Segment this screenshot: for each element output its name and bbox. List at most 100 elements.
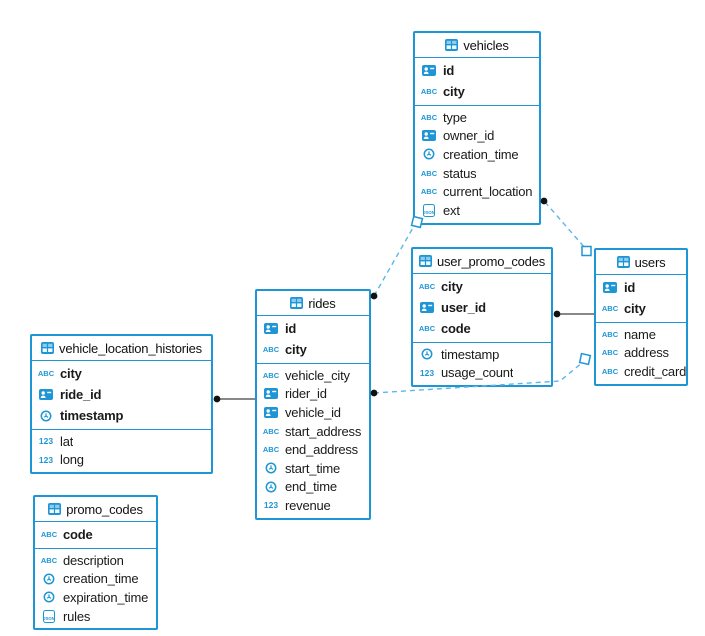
primary-key-section: ABC code bbox=[35, 522, 156, 548]
table-row: ride_id bbox=[32, 384, 211, 405]
column-name: owner_id bbox=[443, 128, 495, 144]
uuid-type-icon bbox=[262, 406, 280, 418]
table-title: user_promo_codes bbox=[436, 253, 546, 269]
table-title: users bbox=[634, 254, 666, 270]
column-name: timestamp bbox=[441, 346, 500, 362]
string-type-icon: ABC bbox=[601, 304, 619, 313]
uuid-type-icon bbox=[262, 388, 280, 400]
relationship-endpoint-dot bbox=[370, 389, 378, 397]
string-type-icon: ABC bbox=[40, 555, 58, 565]
relationship-endpoint-square bbox=[578, 352, 592, 366]
table-row: ABC code bbox=[35, 524, 156, 545]
table-header: vehicle_location_histories bbox=[32, 336, 211, 361]
column-name: rider_id bbox=[285, 386, 327, 402]
json-type-icon: JSON bbox=[40, 609, 58, 623]
table-title: promo_codes bbox=[66, 501, 143, 517]
string-type-icon: ABC bbox=[601, 348, 619, 358]
json-type-icon: JSON bbox=[420, 203, 438, 217]
string-type-icon: ABC bbox=[262, 370, 280, 380]
uuid-type-icon bbox=[418, 302, 436, 313]
table-row: id bbox=[257, 318, 369, 339]
table-vehicle-location-histories[interactable]: vehicle_location_histories ABC city ride… bbox=[30, 334, 213, 475]
table-row: ABC type bbox=[415, 108, 539, 127]
table-row: owner_id bbox=[415, 127, 539, 146]
table-row: ABC city bbox=[257, 339, 369, 360]
table-row: 123 usage_count bbox=[413, 364, 551, 383]
table-icon bbox=[290, 297, 304, 309]
column-name: ext bbox=[443, 202, 460, 218]
timestamp-type-icon bbox=[262, 481, 280, 493]
relationship-endpoint-dot bbox=[213, 395, 221, 403]
relationship-endpoint-square bbox=[581, 245, 592, 257]
string-type-icon: ABC bbox=[37, 369, 55, 378]
column-name: expiration_time bbox=[63, 589, 149, 605]
table-row: ABC credit_card bbox=[596, 362, 686, 381]
table-row: ABC city bbox=[596, 298, 686, 319]
table-row: expiration_time bbox=[35, 588, 156, 607]
table-row: ABC name bbox=[596, 325, 686, 344]
column-name: type bbox=[443, 109, 467, 125]
string-type-icon: ABC bbox=[601, 366, 619, 376]
relationship-endpoint-dot bbox=[553, 310, 561, 318]
column-name: id bbox=[443, 63, 455, 78]
timestamp-type-icon bbox=[40, 573, 58, 585]
column-name: name bbox=[624, 326, 656, 342]
uuid-type-icon bbox=[420, 130, 438, 142]
relationship-endpoint-dot bbox=[540, 197, 548, 205]
table-row: ABC current_location bbox=[415, 182, 539, 201]
column-name: start_address bbox=[285, 423, 362, 439]
column-name: current_location bbox=[443, 184, 533, 200]
table-icon bbox=[418, 255, 432, 267]
string-type-icon: ABC bbox=[420, 112, 438, 122]
timestamp-type-icon bbox=[40, 591, 58, 603]
table-row: ABC end_address bbox=[257, 440, 369, 459]
table-row: ABC city bbox=[32, 363, 211, 384]
table-row: start_time bbox=[257, 459, 369, 478]
table-row: JSON ext bbox=[415, 201, 539, 220]
table-row: ABC city bbox=[415, 81, 539, 102]
table-row: creation_time bbox=[35, 570, 156, 589]
column-name: id bbox=[285, 321, 297, 336]
table-promo-codes[interactable]: promo_codes ABC code ABC description cre… bbox=[33, 495, 158, 631]
column-name: city bbox=[60, 366, 82, 381]
primary-key-section: id ABC city bbox=[596, 275, 686, 322]
timestamp-type-icon bbox=[37, 410, 55, 422]
table-header: promo_codes bbox=[35, 497, 156, 522]
column-name: user_id bbox=[441, 300, 486, 315]
uuid-type-icon bbox=[420, 65, 438, 76]
string-type-icon: ABC bbox=[418, 324, 436, 333]
table-row: user_id bbox=[413, 297, 551, 318]
table-row: end_time bbox=[257, 478, 369, 497]
table-row: timestamp bbox=[413, 345, 551, 364]
number-type-icon: 123 bbox=[38, 436, 54, 447]
column-name: creation_time bbox=[63, 571, 139, 587]
table-users[interactable]: users id ABC city ABC name ABC address A… bbox=[594, 248, 688, 386]
columns-section: timestamp 123 usage_count bbox=[413, 342, 551, 385]
table-row: id bbox=[596, 277, 686, 298]
table-row: JSON rules bbox=[35, 607, 156, 626]
table-row: 123 revenue bbox=[257, 496, 369, 515]
table-row: ABC code bbox=[413, 318, 551, 339]
table-vehicles[interactable]: vehicles id ABC city ABC type owner_id bbox=[413, 31, 541, 225]
uuid-type-icon bbox=[601, 282, 619, 293]
table-user-promo-codes[interactable]: user_promo_codes ABC city user_id ABC co… bbox=[411, 247, 553, 388]
columns-section: ABC type owner_id creation_time ABC stat… bbox=[415, 105, 539, 223]
column-name: end_address bbox=[285, 442, 358, 458]
table-rides[interactable]: rides id ABC city ABC vehicle_city rider… bbox=[255, 289, 371, 520]
table-row: ABC start_address bbox=[257, 422, 369, 441]
column-name: revenue bbox=[285, 497, 331, 513]
string-type-icon: ABC bbox=[262, 445, 280, 455]
number-type-icon: 123 bbox=[419, 367, 435, 378]
table-row: id bbox=[415, 60, 539, 81]
string-type-icon: ABC bbox=[262, 345, 280, 354]
column-name: start_time bbox=[285, 460, 341, 476]
column-name: city bbox=[285, 342, 307, 357]
column-name: status bbox=[443, 165, 477, 181]
table-row: ABC status bbox=[415, 164, 539, 183]
table-row: ABC address bbox=[596, 344, 686, 363]
string-type-icon: ABC bbox=[420, 168, 438, 178]
columns-section: ABC description creation_time expiration… bbox=[35, 548, 156, 628]
table-header: vehicles bbox=[415, 33, 539, 58]
primary-key-section: ABC city user_id ABC code bbox=[413, 274, 551, 342]
primary-key-section: id ABC city bbox=[415, 58, 539, 105]
